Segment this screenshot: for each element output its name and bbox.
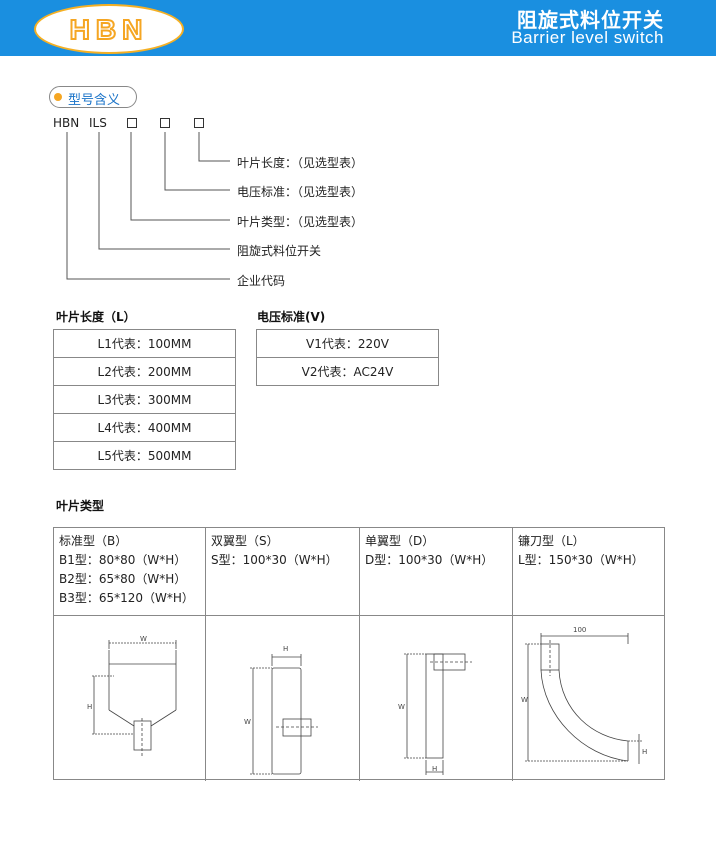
model-connector-lines (66, 132, 230, 280)
label-blade-length: 叶片长度：（见选型表） (237, 156, 364, 170)
blade-type-single-wing: 单翼型（D） D型：100*30（W*H） (365, 532, 493, 570)
dim-h-label: H (642, 748, 647, 756)
table-cell: L2代表：200MM (53, 357, 236, 386)
table-cell: V2代表：AC24V (256, 357, 439, 386)
blade-type-double-wing: 双翼型（S） S型：100*30（W*H） (211, 532, 338, 570)
dim-w-label: W (140, 635, 147, 643)
dim-h-label: H (283, 645, 288, 653)
blade-drawings: W H H W (87, 626, 647, 775)
dim-h-label: H (87, 703, 92, 711)
single-wing-drawing: W H (398, 653, 472, 775)
code-part-ils: ILS (89, 116, 107, 130)
header-bar: HBN 阻旋式料位开关 Barrier level switch (0, 0, 716, 56)
blade-type-spec: B1型：80*80（W*H） (59, 553, 187, 567)
dim-w-label: W (521, 696, 528, 704)
table-cell: L5代表：500MM (53, 441, 236, 470)
table-row: L4代表：400MM (53, 413, 236, 442)
blade-types-title: 叶片类型 (56, 499, 105, 513)
label-blade-type: 叶片类型：（见选型表） (237, 215, 364, 229)
table-row: L2代表：200MM (53, 357, 236, 386)
standard-blade-drawing: W H (87, 635, 177, 756)
divider (205, 528, 206, 781)
code-box-length (194, 118, 204, 128)
table-cell: L1代表：100MM (53, 329, 236, 358)
table-cell: L3代表：300MM (53, 385, 236, 414)
blade-type-spec: B3型：65*120（W*H） (59, 591, 194, 605)
code-part-hbn: HBN (53, 116, 80, 130)
page-title: 阻旋式料位开关 (517, 8, 664, 32)
code-box-blade-type (127, 118, 137, 128)
code-box-voltage (160, 118, 170, 128)
table-row: V1代表：220V (256, 329, 439, 358)
table-cell: V1代表：220V (256, 329, 439, 358)
voltage-table: V1代表：220V V2代表：AC24V (256, 329, 439, 386)
blade-type-spec: L型：150*30（W*H） (518, 553, 644, 567)
length-table-title: 叶片长度（L） (56, 310, 136, 324)
section-pill-model: 型号含义 (49, 86, 137, 108)
blade-types-table: 标准型（B） B1型：80*80（W*H） B2型：65*80（W*H） B3型… (53, 527, 665, 781)
table-row: V2代表：AC24V (256, 357, 439, 386)
table-row: L5代表：500MM (53, 441, 236, 470)
blade-type-name: 标准型（B） (59, 534, 128, 548)
blade-type-sickle: 镰刀型（L） L型：150*30（W*H） (518, 532, 644, 570)
divider (512, 528, 513, 781)
label-product-name: 阻旋式料位开关 (237, 244, 322, 258)
length-table: L1代表：100MM L2代表：200MM L3代表：300MM L4代表：40… (53, 329, 236, 470)
dim-w-label: W (244, 718, 251, 726)
dim-h-label: H (432, 765, 437, 773)
table-row: L1代表：100MM (53, 329, 236, 358)
divider (359, 528, 360, 781)
table-cell: L4代表：400MM (53, 413, 236, 442)
logo-mark: HBN (69, 13, 149, 46)
double-wing-drawing: H W (244, 645, 318, 775)
voltage-table-title: 电压标准(V) (257, 310, 326, 324)
blade-type-standard: 标准型（B） B1型：80*80（W*H） B2型：65*80（W*H） B3型… (59, 532, 194, 608)
blade-type-name: 单翼型（D） (365, 534, 435, 548)
page-subtitle: Barrier level switch (511, 28, 664, 47)
table-row: L3代表：300MM (53, 385, 236, 414)
bullet-dot-icon (54, 93, 62, 101)
blade-type-name: 双翼型（S） (211, 534, 279, 548)
label-company-code: 企业代码 (237, 274, 286, 288)
brand-logo: HBN (34, 4, 184, 54)
blade-type-spec: B2型：65*80（W*H） (59, 572, 187, 586)
blade-type-spec: D型：100*30（W*H） (365, 553, 494, 567)
dim-w-label: W (398, 703, 405, 711)
logo-text: HBN (70, 14, 149, 45)
blade-type-name: 镰刀型（L） (518, 534, 585, 548)
section-title-model: 型号含义 (68, 93, 121, 108)
blade-type-spec: S型：100*30（W*H） (211, 553, 338, 567)
dim-100-label: 100 (573, 626, 586, 634)
label-voltage: 电压标准：（见选型表） (237, 185, 364, 199)
sickle-drawing: 100 W H (521, 626, 647, 764)
divider (54, 615, 664, 616)
